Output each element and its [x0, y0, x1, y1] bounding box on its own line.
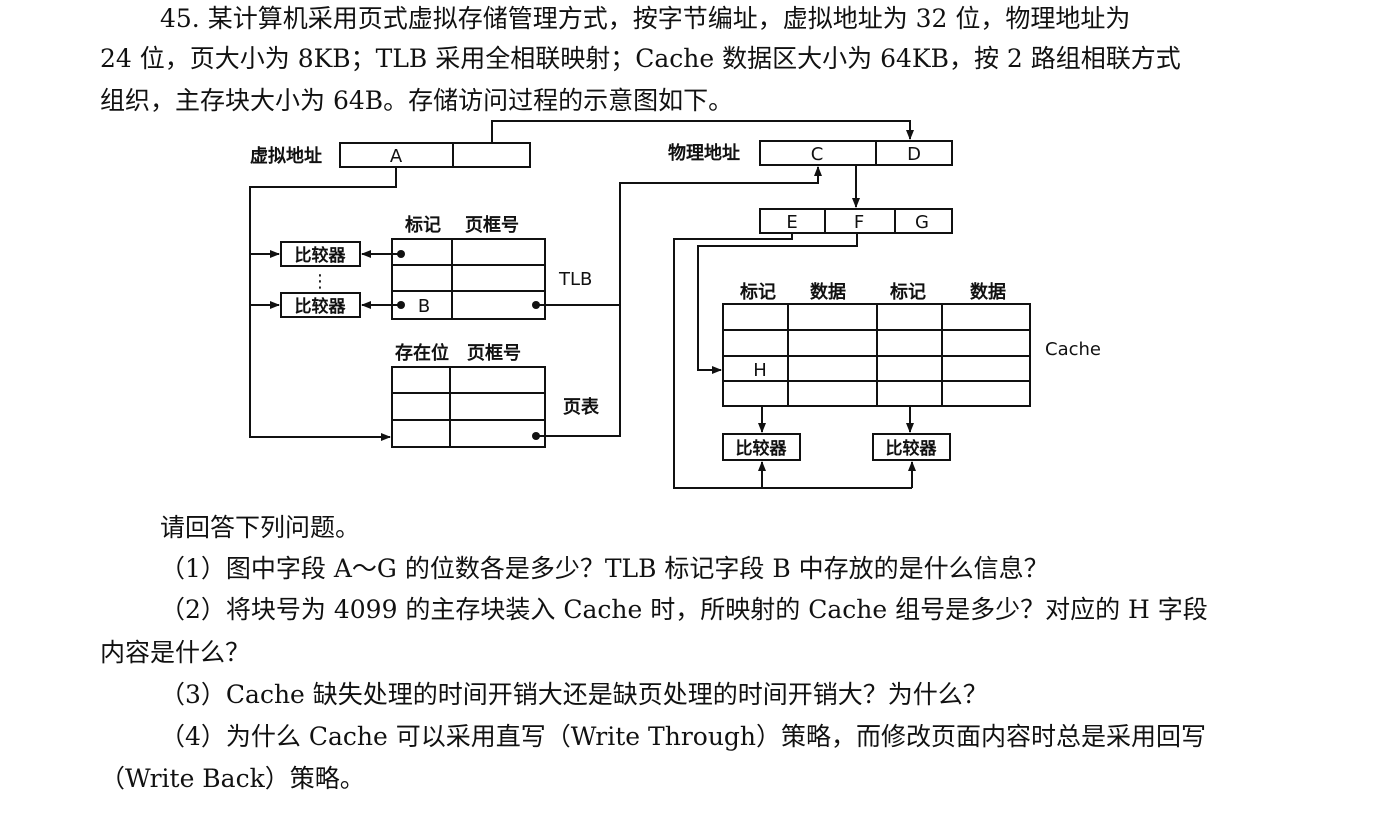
- tlb-comparator-box-1: [280, 241, 361, 267]
- cache-data-header-2: 数据: [970, 281, 1006, 303]
- cache-comparator-box-1: [722, 433, 801, 461]
- field-f: F: [854, 212, 864, 233]
- question-3: （3）Cache 缺失处理的时间开销大还是缺页处理的时间开销大？为什么？: [160, 680, 988, 709]
- physical-address-label: 物理地址: [668, 142, 740, 164]
- cache-comparator-box-2: [872, 433, 951, 461]
- field-e: E: [786, 212, 797, 233]
- question-2-line-1: （2）将块号为 4099 的主存块装入 Cache 时，所映射的 Cache 组…: [160, 595, 1208, 624]
- tlb-frame-header: 页框号: [465, 215, 519, 236]
- page-table-label: 页表: [563, 396, 600, 418]
- field-h: H: [753, 360, 767, 381]
- problem-line-3: 组织，主存块大小为 64B。存储访问过程的示意图如下。: [100, 86, 734, 115]
- tlb-comparator-1: 比较器: [295, 245, 347, 266]
- cache-comparator-1: 比较器: [736, 438, 788, 459]
- comparator-ellipsis: ⋮: [311, 271, 329, 292]
- field-a: A: [390, 146, 403, 167]
- field-b: B: [418, 296, 430, 317]
- cache-tag-header-1: 标记: [739, 281, 776, 303]
- field-d: D: [907, 144, 921, 165]
- cache-tag-header-2: 标记: [889, 281, 926, 303]
- physical-address-register: [759, 140, 953, 166]
- question-1: （1）图中字段 A～G 的位数各是多少？TLB 标记字段 B 中存放的是什么信息…: [160, 554, 1049, 583]
- questions-intro: 请回答下列问题。: [160, 513, 361, 542]
- cache-label: Cache: [1045, 339, 1101, 360]
- problem-line-1: 45. 某计算机采用页式虚拟存储管理方式，按字节编址，虚拟地址为 32 位，物理…: [160, 4, 1131, 33]
- page-table-frame-header: 页框号: [467, 343, 521, 364]
- problem-line-2: 24 位，页大小为 8KB；TLB 采用全相联映射；Cache 数据区大小为 6…: [100, 44, 1181, 73]
- field-g: G: [915, 212, 929, 233]
- tlb-comparator-box-2: [280, 292, 361, 318]
- tlb-table: [391, 238, 546, 320]
- question-4-line-1: （4）为什么 Cache 可以采用直写（Write Through）策略，而修改…: [160, 722, 1207, 751]
- tlb-tag-header: 标记: [404, 214, 441, 236]
- tlb-label: TLB: [558, 269, 592, 290]
- virtual-address-register: [339, 142, 531, 168]
- field-c: C: [811, 144, 824, 165]
- cache-comparator-2: 比较器: [886, 438, 938, 459]
- virtual-address-label: 虚拟地址: [250, 145, 322, 167]
- cache-data-header-1: 数据: [810, 281, 846, 303]
- question-4-line-2: （Write Back）策略。: [100, 764, 365, 793]
- page-table-valid-header: 存在位: [395, 342, 449, 364]
- page-table: [391, 366, 546, 448]
- question-2-line-2: 内容是什么？: [100, 638, 251, 667]
- tlb-comparator-2: 比较器: [295, 296, 347, 317]
